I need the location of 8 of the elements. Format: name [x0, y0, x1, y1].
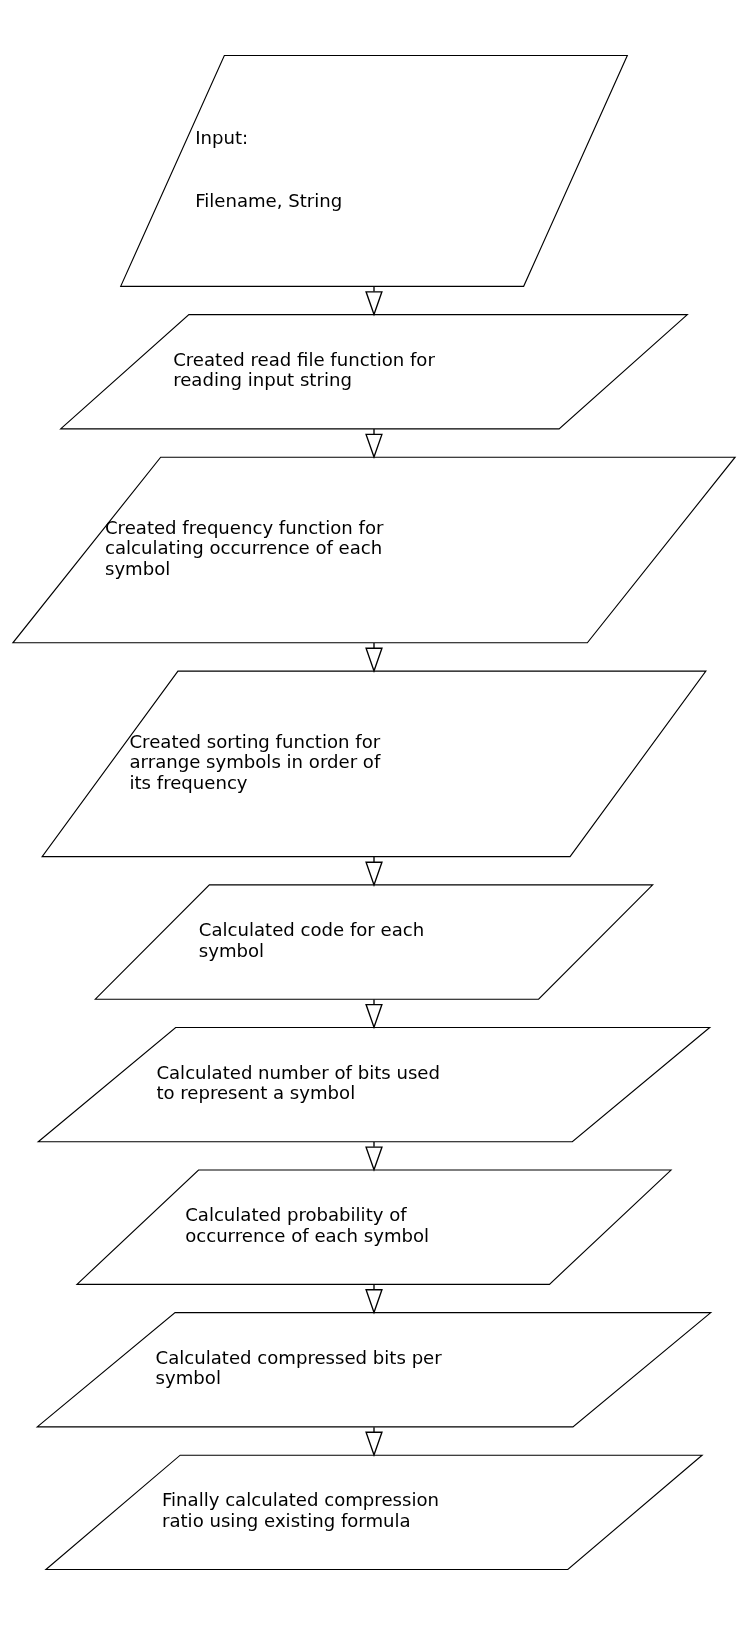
- arrow: [365, 285, 383, 317]
- arrow: [365, 856, 383, 887]
- arrow: [365, 998, 383, 1030]
- arrow: [365, 1141, 383, 1172]
- arrow: [365, 1283, 383, 1315]
- arrow: [365, 428, 383, 460]
- arrow: [365, 642, 383, 673]
- arrow: [365, 1426, 383, 1457]
